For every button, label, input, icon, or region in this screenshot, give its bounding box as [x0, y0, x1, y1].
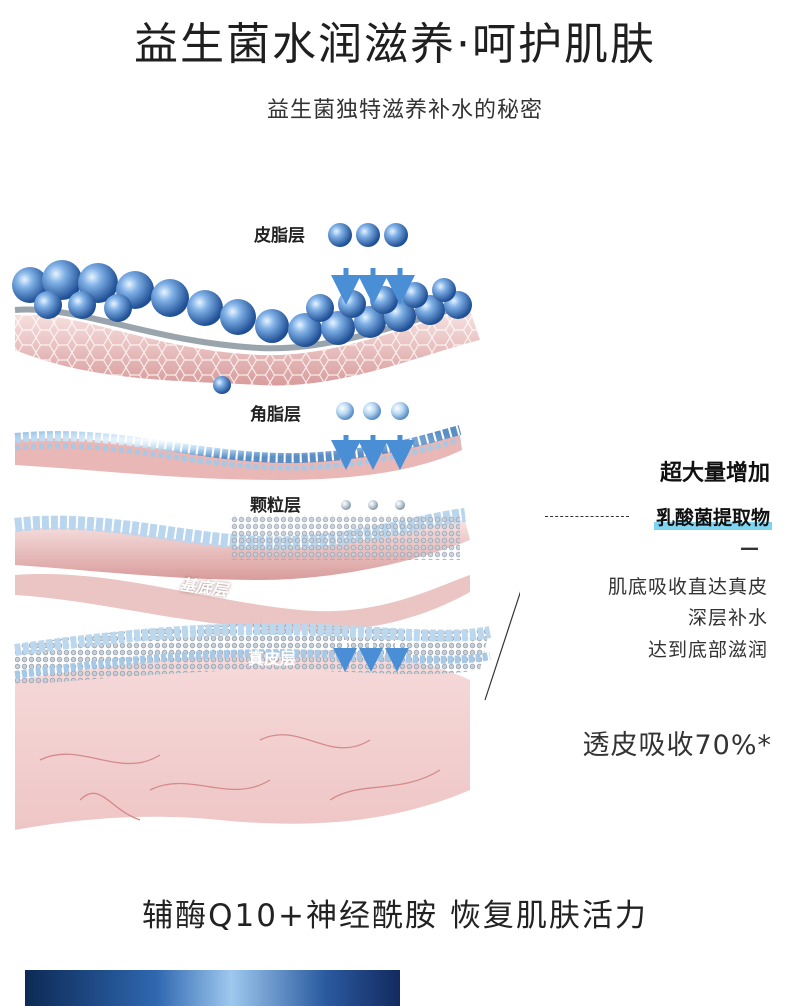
skin-layers-illustration: [12, 223, 520, 830]
claim-ingredient: 乳酸菌提取物: [653, 503, 772, 530]
stratum-arrows: [331, 435, 415, 470]
page-title: 益生菌水润滋养·呵护肌肤: [134, 19, 656, 70]
granular-beads: [341, 500, 405, 510]
claim-absorption: 透皮吸收70%*: [582, 730, 772, 761]
page-subtitle: 益生菌独特滋养补水的秘密: [266, 98, 543, 123]
claim-line-1: 肌底吸收直达真皮: [607, 576, 768, 598]
absorption-arrows: [331, 268, 415, 305]
footer-caption: 辅酶Q10+神经酰胺 恢复肌肤活力: [142, 898, 648, 934]
sebum-layer: [12, 260, 480, 394]
claim-headline: 超大量增加: [659, 461, 770, 486]
callout-dashed-line: [545, 516, 629, 517]
label-dermis-layer: 真皮层: [248, 649, 297, 668]
granular-layer: [14, 508, 470, 580]
claim-line-2: 深层补水: [687, 607, 768, 629]
basal-layer: [15, 574, 470, 631]
label-granular-layer: 颗粒层: [250, 496, 301, 516]
claim-line-3: 达到底部滋润: [647, 639, 768, 661]
label-stratum-corneum: 角脂层: [250, 405, 301, 425]
sebum-absorption-beads: [328, 223, 408, 247]
stratum-beads: [336, 402, 409, 420]
next-section-banner: [25, 970, 400, 1006]
claim-dash: —: [740, 537, 760, 559]
callout-connector: [484, 591, 520, 701]
dermis-arrows: [333, 640, 409, 672]
label-sebum-layer: 皮脂层: [254, 226, 305, 246]
stratum-corneum-layer: [14, 425, 462, 480]
